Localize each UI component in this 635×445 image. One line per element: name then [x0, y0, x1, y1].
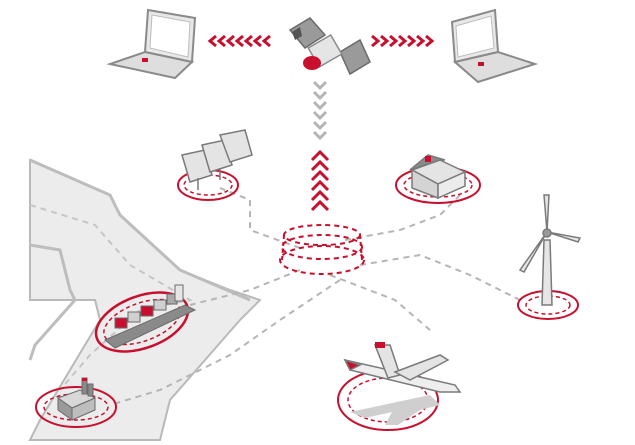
factory	[35, 377, 117, 428]
central-hub	[279, 224, 365, 275]
hub-ring-icon	[279, 224, 365, 275]
airplane-icon	[343, 342, 462, 393]
satellite-icon	[288, 17, 371, 76]
link-hub-airplane	[329, 274, 431, 331]
network-links	[109, 187, 521, 406]
road-edge-upper	[29, 158, 251, 302]
wind-turbine-icon	[518, 194, 582, 306]
airplane-shadow	[350, 395, 440, 425]
container-ship	[94, 284, 197, 353]
chevrons-downlink	[312, 80, 328, 141]
factory-icon	[56, 377, 97, 421]
road-edge-lower	[28, 243, 77, 361]
laptop-right	[450, 8, 539, 84]
airplane	[337, 342, 462, 431]
chevrons-uplink	[310, 149, 330, 212]
link-hub-wind	[359, 253, 521, 301]
house-icon	[409, 154, 467, 200]
satellite	[288, 17, 371, 76]
ship-icon	[104, 284, 197, 349]
wind-turbine	[517, 194, 582, 320]
house	[395, 154, 481, 204]
link-hub-factory	[109, 279, 341, 406]
solar-panel-icon	[181, 129, 253, 190]
chevrons-to-left-laptop	[207, 34, 271, 48]
chevrons-to-right-laptop	[371, 34, 435, 48]
road-dashed-center	[29, 204, 193, 391]
laptop-left	[106, 8, 197, 80]
link-hub-solar	[219, 187, 301, 249]
road-area	[28, 158, 262, 441]
solar-panels	[177, 129, 253, 201]
link-hub-house	[344, 194, 461, 241]
